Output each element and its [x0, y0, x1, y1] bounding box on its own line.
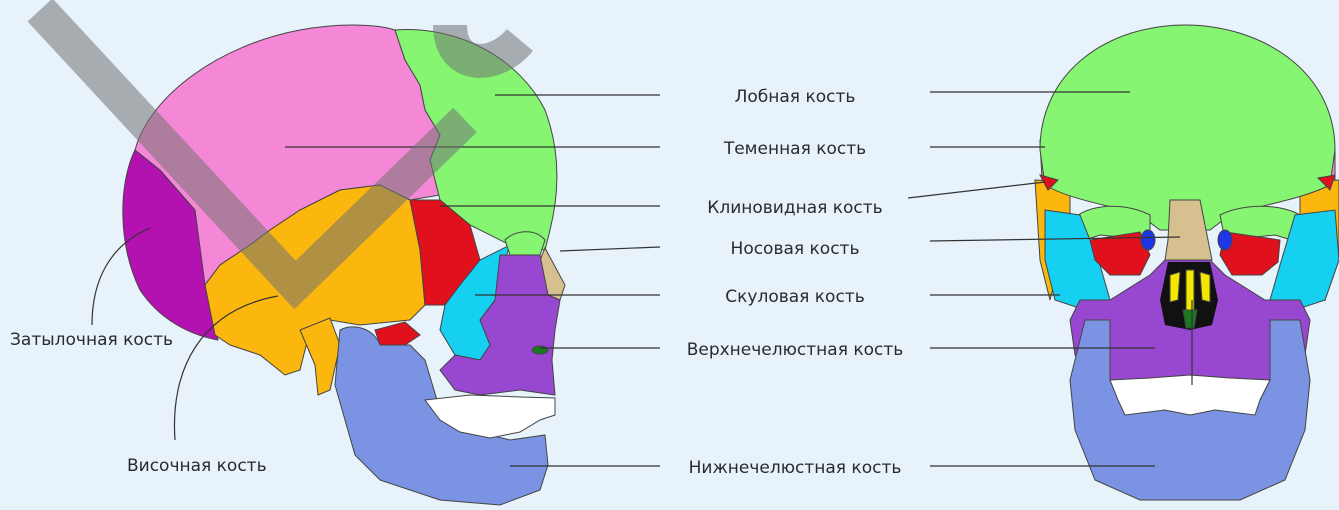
label-parietal: Теменная кость [645, 139, 945, 159]
watermark-check-icon [40, 10, 465, 285]
label-mandible: Нижнечелюстная кость [645, 458, 945, 478]
label-nasal: Носовая кость [645, 239, 945, 259]
label-occipital: Затылочная кость [10, 330, 173, 350]
label-sphenoid: Клиновидная кость [645, 198, 945, 218]
label-frontal: Лобная кость [645, 87, 945, 107]
watermark-circle-icon [450, 25, 520, 61]
label-zygomatic: Скуловая кость [645, 287, 945, 307]
label-maxilla: Верхнечелюстная кость [645, 340, 945, 360]
label-temporal: Височная кость [127, 456, 267, 476]
